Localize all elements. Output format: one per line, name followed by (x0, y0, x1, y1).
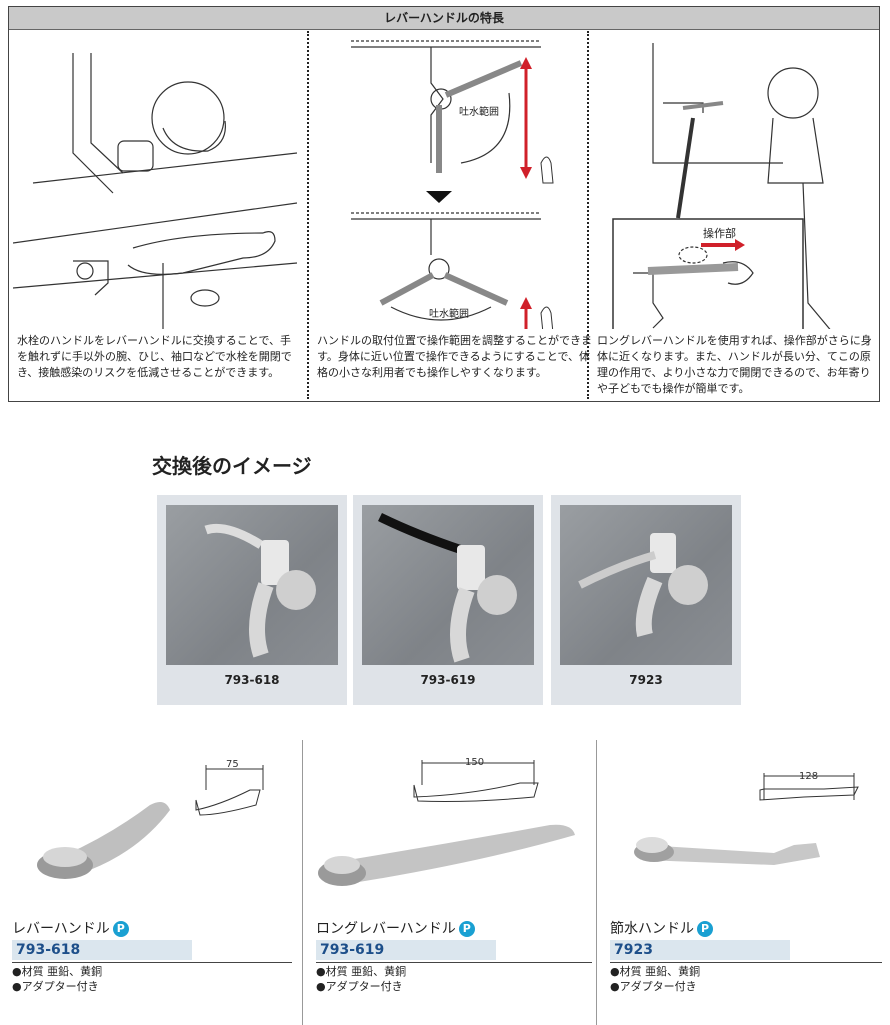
divider (302, 740, 303, 1025)
product-code: 7923 (610, 940, 790, 960)
water-range-label-bottom: 吐水範囲 (429, 307, 469, 320)
product-image-lever: 75 (37, 759, 264, 879)
product-code: 793-618 (12, 940, 192, 960)
product-name-text: 節水ハンドル (610, 921, 694, 937)
photo-card: 793-618 (157, 495, 347, 705)
product-name-text: レバーハンドル (12, 921, 110, 937)
spec-adapter: ●アダプター付き (610, 980, 697, 993)
illustration-handle-range: 吐水範囲 吐水範囲 (351, 40, 554, 329)
product-name-text: ロングレバーハンドル (316, 921, 456, 937)
faucet-photo (560, 505, 732, 665)
photo-card: 7923 (551, 495, 741, 705)
feature-text-1: 水栓のハンドルをレバーハンドルに交換することで、手を触れずに手以外の腕、ひじ、袖… (17, 334, 292, 379)
p-badge-icon: P (697, 921, 713, 937)
p-badge-icon: P (112, 921, 129, 937)
divider-line (610, 962, 882, 963)
feature-text-2: ハンドルの取付位置で操作範囲を調整することができます。身体に近い位置で操作できる… (317, 334, 592, 379)
water-range-label-top: 吐水範囲 (459, 105, 499, 118)
down-triangle-icon (426, 191, 452, 203)
photo-card: 793-619 (353, 495, 543, 705)
product-code: 793-619 (316, 940, 496, 960)
feature-text-3: ロングレバーハンドルを使用すれば、操作部がさらに身体に近くなります。また、ハンド… (597, 334, 872, 395)
dimension-label: 75 (226, 759, 239, 770)
feature-title: レバーハンドルの特長 (9, 7, 879, 30)
feature-panel: レバーハンドルの特長 水栓のハンドルをレバーハンドルに交換することで、手を触れず… (8, 6, 880, 402)
divider (596, 740, 597, 1025)
illustration-long-lever: 操作部 (612, 43, 831, 329)
spec-adapter: ●アダプター付き (316, 980, 403, 993)
spec-material: ●材質 亜鉛、黄銅 (316, 965, 407, 978)
faucet-photo (166, 505, 338, 665)
photo-caption: 793-618 (224, 673, 280, 687)
divider-line (316, 962, 592, 963)
divider (587, 31, 589, 399)
operation-part-label: 操作部 (703, 226, 736, 240)
faucet-photo (362, 505, 534, 665)
photo-caption: 793-619 (420, 673, 476, 687)
dimension-label: 150 (465, 757, 484, 768)
hand-icon (540, 156, 554, 184)
divider (307, 31, 309, 399)
section-title: 交換後のイメージ (152, 454, 312, 478)
hand-icon (540, 306, 554, 329)
spec-material: ●材質 亜鉛、黄銅 (610, 965, 701, 978)
divider-line (12, 962, 292, 963)
photo-caption: 7923 (629, 673, 663, 687)
spec-material: ●材質 亜鉛、黄銅 (12, 965, 103, 978)
dimension-label: 128 (799, 771, 818, 782)
spec-adapter: ●アダプター付き (12, 980, 99, 993)
p-badge-icon: P (458, 921, 475, 937)
illustration-elbow-faucet (13, 53, 297, 329)
